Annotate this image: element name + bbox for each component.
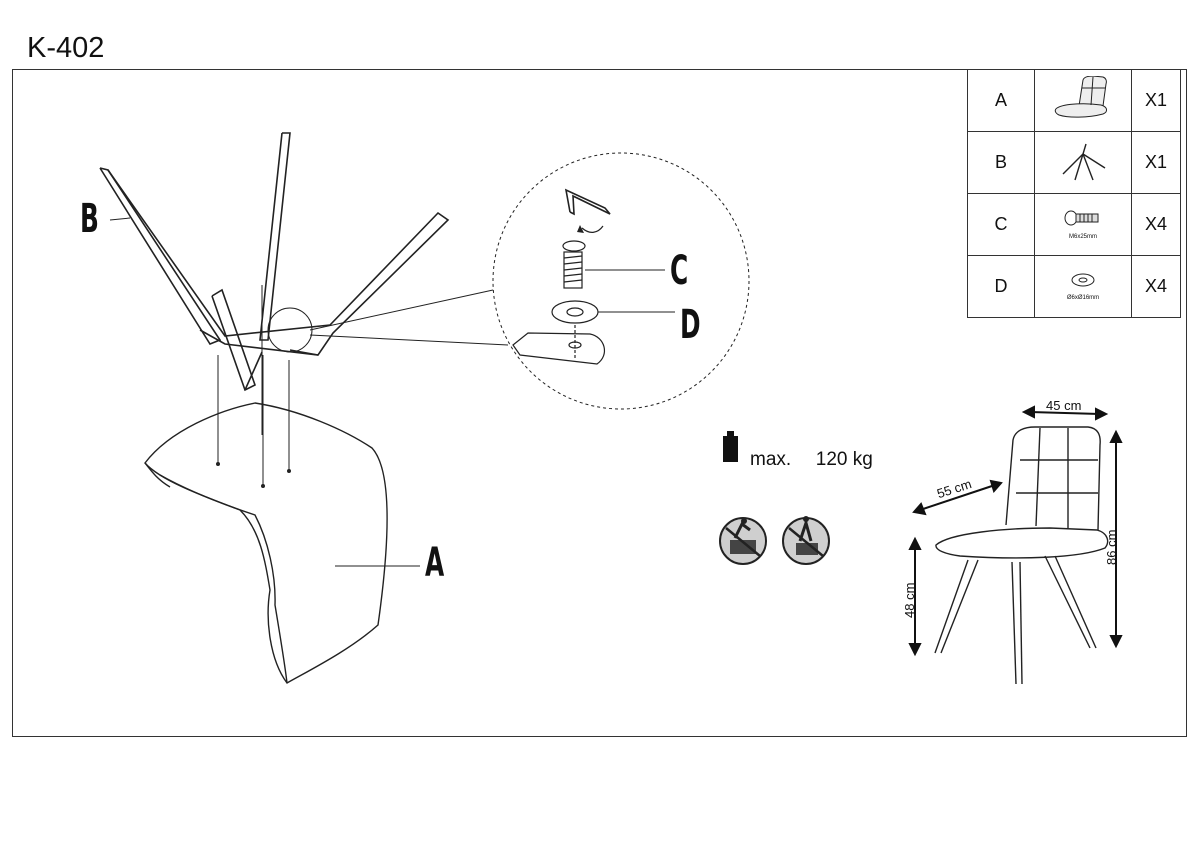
dimension-arrows: [908, 405, 1123, 657]
chair-seat-icon: [1034, 69, 1132, 132]
bolt-points: [216, 462, 291, 488]
parts-row: A X1: [967, 69, 1181, 132]
part-letter: D: [967, 255, 1035, 318]
height-dimension: 86 cm: [1104, 529, 1119, 565]
base-label: B: [80, 196, 99, 242]
washer-spec: Ø6xØ16mm: [1066, 295, 1100, 301]
bolt-spec: M6x25mm: [1068, 234, 1097, 240]
part-quantity: X4: [1131, 255, 1181, 318]
bolt-icon: M6x25mm: [1034, 193, 1132, 256]
detail-circle: [492, 152, 750, 410]
max-load-prefix: max.: [750, 449, 792, 470]
seat-shape: [144, 402, 388, 684]
base-leader-line: [109, 217, 131, 221]
rotate-arrow-icon: [581, 225, 604, 233]
parts-row: D Ø6xØ16mm X4: [967, 255, 1181, 318]
washer-icon: Ø6xØ16mm: [1034, 255, 1132, 318]
plate-detail: [512, 325, 606, 365]
chair-dimension-drawing: [934, 426, 1109, 685]
page-title: K-402: [27, 32, 105, 64]
chair-base-icon: [1034, 131, 1132, 194]
no-standing-icon: [719, 517, 767, 565]
bolt-detail: [562, 240, 586, 289]
bolt-drop-lines: [217, 285, 290, 485]
washer-detail: [551, 300, 599, 324]
part-letter: B: [967, 131, 1035, 194]
seat-label: A: [425, 540, 445, 586]
diagram-frame: [12, 69, 1187, 737]
hex-key-icon: [564, 188, 611, 216]
bolt-label: C: [670, 248, 689, 294]
width-dimension: 45 cm: [1046, 398, 1082, 413]
seat-height-dimension: 48 cm: [902, 582, 917, 618]
base-frame: [99, 132, 450, 392]
part-letter: A: [967, 69, 1035, 132]
part-quantity: X1: [1131, 69, 1181, 132]
part-quantity: X4: [1131, 193, 1181, 256]
parts-table: A X1 B X1 C: [967, 69, 1181, 318]
zoom-lines: [309, 289, 509, 346]
part-letter: C: [967, 193, 1035, 256]
no-climbing-icon: [782, 516, 830, 565]
max-load: max. 120 kg: [750, 449, 873, 471]
max-load-value: 120 kg: [815, 449, 873, 470]
washer-label: D: [680, 302, 701, 348]
parts-row: B X1: [967, 131, 1181, 194]
parts-row: C M6x25mm X4: [967, 193, 1181, 256]
part-quantity: X1: [1131, 131, 1181, 194]
weight-icon: [723, 431, 738, 462]
